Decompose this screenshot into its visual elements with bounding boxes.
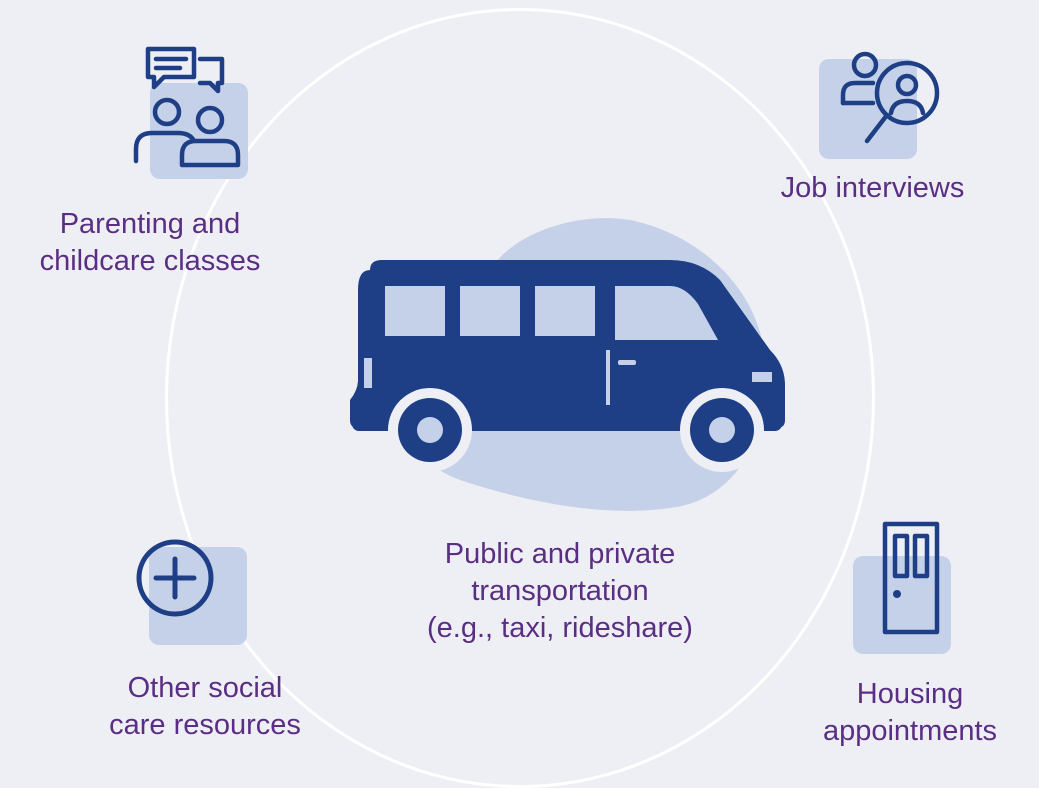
door-icon <box>882 521 940 635</box>
van-wheel-rear <box>388 388 472 472</box>
center-label: Public and private transportation (e.g.,… <box>427 538 693 644</box>
social-care-icon-backdrop <box>149 547 247 645</box>
van-window-1 <box>385 286 445 336</box>
van-rear-panel <box>364 358 372 388</box>
van-window-3 <box>535 286 595 336</box>
social-care-label: Other social care resources <box>109 672 301 741</box>
housing-icon-backdrop <box>853 556 951 654</box>
van-headlight <box>752 372 772 382</box>
plus-circle-icon <box>136 539 214 617</box>
housing-icon-group <box>845 520 960 654</box>
van-illustration <box>350 218 785 511</box>
van-door-handle <box>618 360 636 365</box>
parenting-icon-group <box>130 45 255 185</box>
parenting-label: Parenting and childcare classes <box>39 208 261 277</box>
van-window-2 <box>460 286 520 336</box>
van-wheel-front <box>680 388 764 472</box>
job-icon-group <box>815 45 945 165</box>
center-van-group <box>340 200 790 530</box>
social-care-icon-group <box>135 535 255 650</box>
people-chat-icon <box>133 46 241 168</box>
person-search-icon <box>840 51 940 144</box>
housing-label: Housing appointments <box>822 678 998 747</box>
van-windshield <box>615 286 718 340</box>
job-label: Job interviews <box>780 172 965 204</box>
